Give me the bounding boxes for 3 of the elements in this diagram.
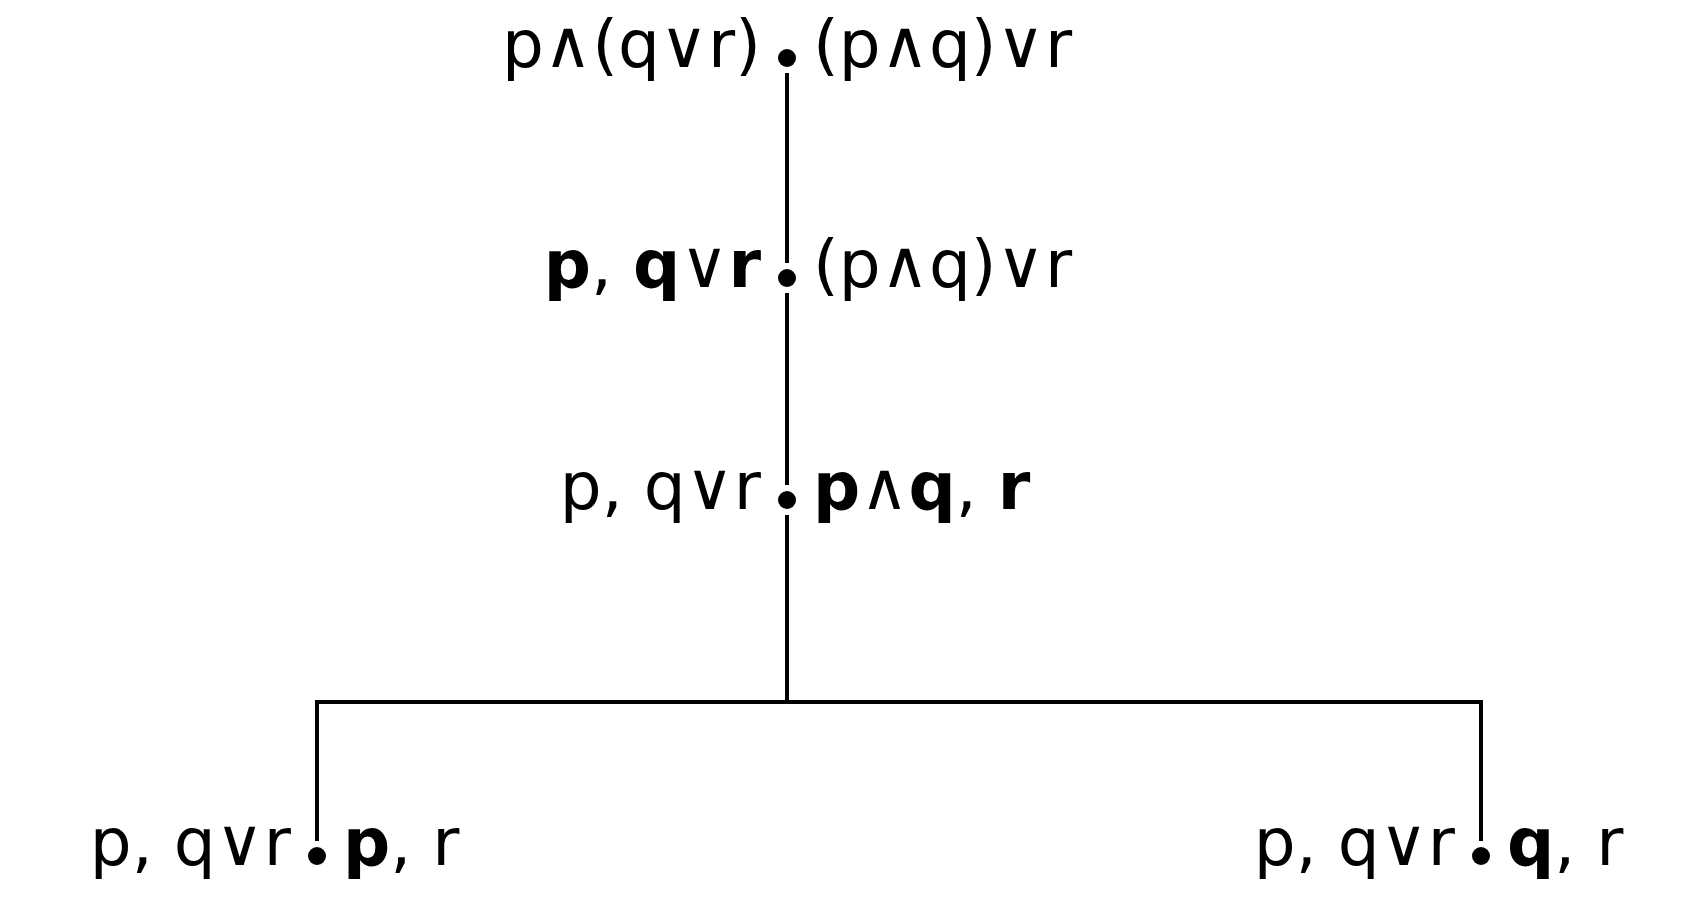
tree-branch-line [785,73,789,263]
tree-branch-line [785,515,1483,841]
tree-branch-line [785,293,789,485]
